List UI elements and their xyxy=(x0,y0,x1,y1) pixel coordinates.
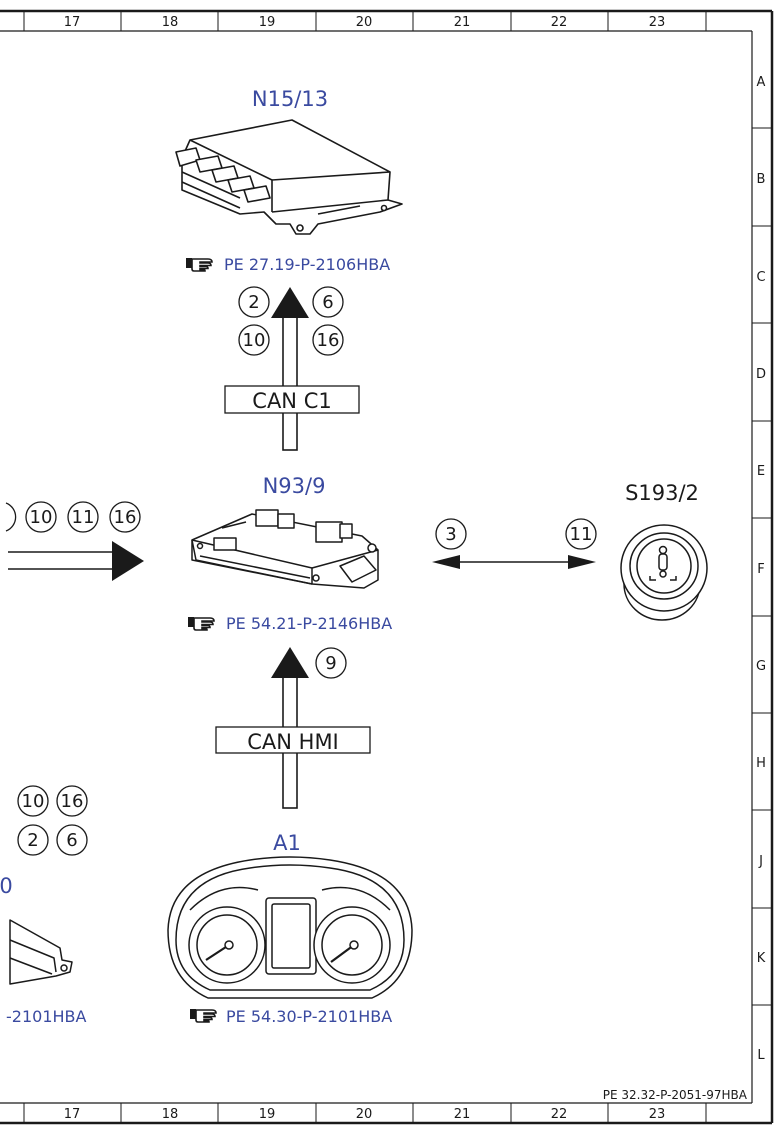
svg-text:11: 11 xyxy=(72,507,95,528)
a1-instrument-cluster-drawing xyxy=(167,856,413,999)
n15-13-pin-6: 6 xyxy=(312,286,344,318)
ruler-col-23-bottom: 23 xyxy=(649,1107,666,1122)
ruler-col-21: 21 xyxy=(454,15,471,30)
s193-2-component[interactable]: S193/2 xyxy=(620,481,708,621)
n93-9-label: N93/9 xyxy=(263,474,326,498)
a1-label: A1 xyxy=(273,831,301,855)
ruler-col-20: 20 xyxy=(356,15,373,30)
row-label-e: E xyxy=(757,464,765,479)
ruler-col-23: 23 xyxy=(649,15,666,30)
n93-9-reference-link[interactable]: PE 54.21-P-2146HBA xyxy=(226,614,392,633)
n93-9-component[interactable]: N93/9 PE 54.21-P-2146HBA xyxy=(187,474,392,633)
a1-component[interactable]: A1 PE 54.30-P-2101HBA xyxy=(167,831,413,1026)
row-label-d: D xyxy=(756,367,766,382)
s193-2-switch-drawing xyxy=(620,524,708,621)
svg-text:16: 16 xyxy=(317,330,340,351)
svg-text:2: 2 xyxy=(27,830,38,851)
row-label-a: A xyxy=(757,75,766,90)
ruler-col-22-bottom: 22 xyxy=(551,1107,568,1122)
document-id: PE 32.32-P-2051-97HBA xyxy=(603,1088,748,1102)
svg-text:16: 16 xyxy=(61,791,84,812)
n93-s193-link-arrow xyxy=(432,555,596,569)
left-partial-pin-2: 2 xyxy=(17,824,49,856)
left-partial-component: 10 16 2 6 0 -2101HBA xyxy=(0,785,88,1026)
row-label-l: L xyxy=(757,1048,765,1063)
can-c1-label-box: CAN C1 xyxy=(224,385,360,414)
left-arrow-pin-16: 16 xyxy=(109,501,141,533)
bottom-ruler: 17 18 19 20 21 22 23 xyxy=(23,1103,666,1123)
left-partial-module-drawing xyxy=(9,919,73,985)
svg-text:9: 9 xyxy=(325,653,336,674)
n15-13-pin-16: 16 xyxy=(312,324,344,356)
ruler-col-19-bottom: 19 xyxy=(259,1107,276,1122)
svg-text:3: 3 xyxy=(445,524,456,545)
n93-9-module-drawing xyxy=(191,509,379,589)
left-partial-pin-10: 10 xyxy=(17,785,49,817)
row-label-j: J xyxy=(758,854,763,869)
row-label-g: G xyxy=(756,659,766,674)
ruler-col-18: 18 xyxy=(162,15,179,30)
svg-text:10: 10 xyxy=(30,507,53,528)
ruler-col-17-bottom: 17 xyxy=(64,1107,81,1122)
svg-text:11: 11 xyxy=(570,524,593,545)
left-partial-pin-16: 16 xyxy=(56,785,88,817)
ruler-col-20-bottom: 20 xyxy=(356,1107,373,1122)
svg-text:10: 10 xyxy=(243,330,266,351)
ruler-col-22: 22 xyxy=(551,15,568,30)
n15-13-pin-10: 10 xyxy=(238,324,270,356)
svg-text:10: 10 xyxy=(22,791,45,812)
svg-text:6: 6 xyxy=(322,292,333,313)
left-partial-pin-6: 6 xyxy=(56,824,88,856)
left-arrow-pin-10: 10 xyxy=(25,501,57,533)
ruler-col-17: 17 xyxy=(64,15,81,30)
hand-pointer-icon xyxy=(189,1008,217,1023)
n15-13-module-drawing xyxy=(175,119,403,235)
svg-text:CAN HMI: CAN HMI xyxy=(247,730,339,754)
can-c1-bus-arrow xyxy=(271,287,309,451)
n93-9-pin-9: 9 xyxy=(315,647,347,679)
row-label-b: B xyxy=(757,172,766,187)
n15-13-component[interactable]: N15/13 PE 27.19-P-2106HBA xyxy=(175,87,403,274)
svg-text:2: 2 xyxy=(248,292,259,313)
n15-13-reference-link[interactable]: PE 27.19-P-2106HBA xyxy=(224,255,390,274)
ruler-col-21-bottom: 21 xyxy=(454,1107,471,1122)
n15-13-label: N15/13 xyxy=(252,87,328,111)
row-label-c: C xyxy=(756,270,765,285)
top-ruler: 17 18 19 20 21 22 23 xyxy=(23,11,666,31)
row-label-k: K xyxy=(757,951,766,966)
svg-text:6: 6 xyxy=(66,830,77,851)
left-incoming-arrow xyxy=(5,502,144,581)
link-pin-3: 3 xyxy=(435,518,467,550)
hand-pointer-icon xyxy=(187,616,215,631)
row-ruler: A B C D E F G H J K L xyxy=(752,75,772,1063)
left-partial-reference: -2101HBA xyxy=(6,1007,87,1026)
left-arrow-pin-11: 11 xyxy=(67,501,99,533)
link-pin-11: 11 xyxy=(565,518,597,550)
hand-pointer-icon xyxy=(185,257,213,272)
row-label-h: H xyxy=(756,756,766,771)
svg-text:16: 16 xyxy=(114,507,137,528)
row-label-f: F xyxy=(757,562,764,577)
n15-13-pin-2: 2 xyxy=(238,286,270,318)
can-hmi-label-box: CAN HMI xyxy=(215,726,371,754)
s193-2-label: S193/2 xyxy=(625,481,699,505)
ruler-col-18-bottom: 18 xyxy=(162,1107,179,1122)
a1-reference-link[interactable]: PE 54.30-P-2101HBA xyxy=(226,1007,392,1026)
left-partial-label-fragment: 0 xyxy=(0,874,13,898)
ruler-col-19: 19 xyxy=(259,15,276,30)
svg-text:CAN C1: CAN C1 xyxy=(252,389,331,413)
page-frame xyxy=(0,9,774,1125)
